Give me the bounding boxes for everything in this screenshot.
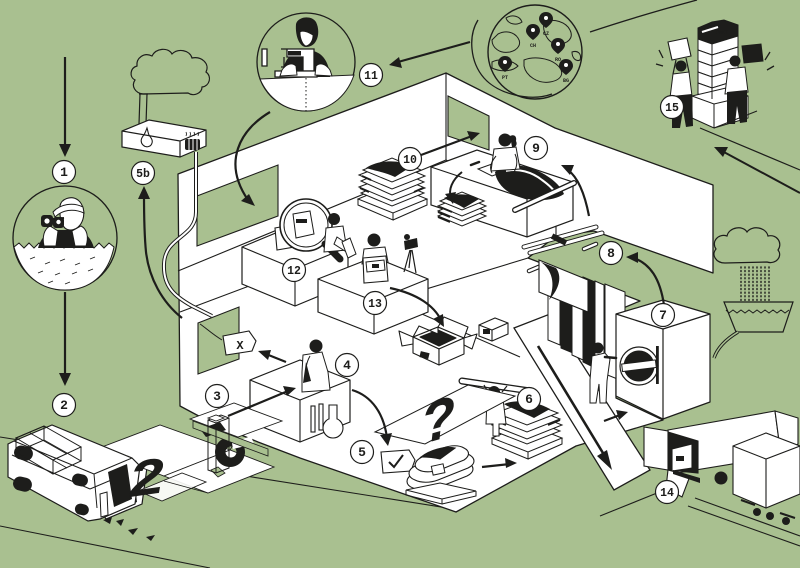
svg-text:11: 11 (364, 70, 378, 83)
svg-text:2: 2 (60, 398, 68, 413)
svg-text:8: 8 (607, 246, 615, 261)
svg-text:13: 13 (368, 298, 382, 311)
svg-text:BG: BG (563, 78, 569, 84)
svg-text:X: X (236, 339, 244, 353)
svg-text:RO: RO (555, 57, 561, 63)
svg-text:10: 10 (403, 154, 417, 167)
svg-text:5b: 5b (136, 168, 150, 181)
svg-text:7: 7 (659, 308, 667, 323)
svg-text:PAKT: PAKT (716, 30, 728, 36)
svg-text:15: 15 (665, 102, 679, 115)
svg-text:CZ: CZ (543, 31, 549, 37)
svg-text:5: 5 (358, 445, 366, 460)
svg-text:12: 12 (287, 265, 301, 278)
svg-text:PT: PT (502, 75, 508, 81)
svg-text:1: 1 (60, 165, 68, 180)
svg-text:14: 14 (660, 487, 674, 500)
svg-text:CH: CH (530, 43, 536, 49)
svg-text:3: 3 (213, 389, 221, 404)
svg-text:9: 9 (532, 141, 540, 156)
svg-text:4: 4 (343, 358, 351, 373)
svg-text:6: 6 (525, 392, 533, 407)
